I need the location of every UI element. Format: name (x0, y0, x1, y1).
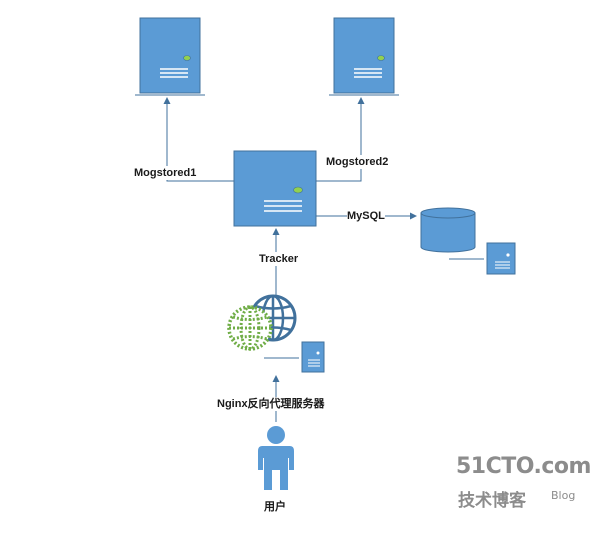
server-icon (329, 17, 399, 96)
user-icon (258, 426, 294, 490)
tracker-label: Tracker (259, 252, 299, 266)
watermark-subtitle: 技术博客 (458, 491, 526, 511)
globe-icon (227, 305, 273, 351)
server-icon (233, 150, 317, 227)
watermark-blog: Blog (551, 489, 576, 502)
arrow-tracker-to-mogstored1 (163, 97, 234, 182)
mogstored2-label: Mogstored2 (326, 155, 389, 169)
arrow-tracker-to-mogstored2 (316, 97, 365, 182)
database-icon (420, 207, 476, 253)
server-icon (135, 17, 205, 96)
user-label: 用户 (264, 500, 286, 514)
nginx-label: Nginx反向代理服务器 (217, 397, 325, 411)
server-icon (449, 242, 516, 275)
mysql-label: MySQL (347, 209, 385, 223)
server-icon (264, 341, 325, 373)
mogstored1-label: Mogstored1 (134, 166, 197, 180)
watermark-site: 51CTO.com (456, 454, 591, 479)
